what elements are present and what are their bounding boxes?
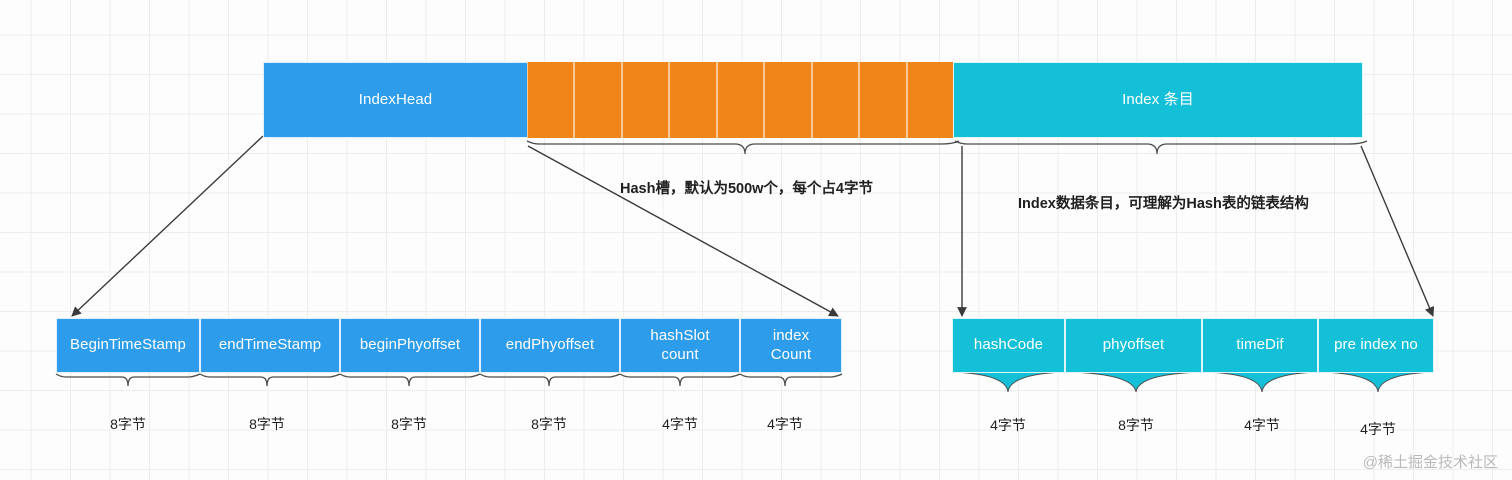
watermark: @稀土掘金技术社区 xyxy=(1362,454,1498,471)
block-index-head[interactable]: IndexHead xyxy=(263,62,528,138)
entry-byte-label: 4字节 xyxy=(1244,417,1280,433)
hash-slot-segment[interactable] xyxy=(764,62,812,138)
hash-slot-segment[interactable] xyxy=(859,62,907,138)
header-byte-label: 4字节 xyxy=(767,416,803,432)
entry-byte-label: 4字节 xyxy=(1360,421,1396,437)
leader-indexhead-left xyxy=(71,135,264,317)
entry-byte-label: 4字节 xyxy=(990,417,1026,433)
header-byte-label: 8字节 xyxy=(110,416,146,432)
hash-slot-segment[interactable] xyxy=(621,62,670,138)
hash-slot-segment[interactable] xyxy=(669,62,717,138)
hash-slot-segment[interactable] xyxy=(716,62,765,138)
header-byte-label: 8字节 xyxy=(531,416,567,432)
hash-slot-note: Hash槽，默认为500w个，每个占4字节 xyxy=(620,181,873,197)
entry-field-box[interactable]: timeDif xyxy=(1202,318,1318,373)
hash-slot-segment[interactable] xyxy=(906,62,954,138)
hash-slot-segment[interactable] xyxy=(527,62,575,138)
hash-slot-group xyxy=(527,62,954,138)
header-byte-label: 8字节 xyxy=(391,416,427,432)
index-entry-note: Index数据条目，可理解为Hash表的链表结构 xyxy=(1018,196,1309,212)
leader-entry-right xyxy=(1360,145,1435,317)
header-byte-braces xyxy=(55,373,843,387)
header-field-box[interactable]: index Count xyxy=(740,318,842,373)
entry-byte-label: 8字节 xyxy=(1118,417,1154,433)
header-field-box[interactable]: hashSlot count xyxy=(620,318,740,373)
entry-field-box[interactable]: phyoffset xyxy=(1065,318,1202,373)
entry-field-row: hashCode phyoffset timeDif pre index no xyxy=(952,318,1434,373)
header-field-box[interactable]: endPhyoffset xyxy=(480,318,620,373)
leader-indexhead-right xyxy=(527,145,839,317)
hash-slot-brace xyxy=(526,140,960,155)
header-field-box[interactable]: beginPhyoffset xyxy=(340,318,480,373)
index-entry-brace xyxy=(954,140,1368,155)
entry-field-box[interactable]: hashCode xyxy=(952,318,1065,373)
header-byte-label: 8字节 xyxy=(249,416,285,432)
hash-slot-segment[interactable] xyxy=(811,62,860,138)
header-field-box[interactable]: BeginTimeStamp xyxy=(56,318,200,373)
header-byte-label: 4字节 xyxy=(662,416,698,432)
header-field-row: BeginTimeStamp endTimeStamp beginPhyoffs… xyxy=(56,318,842,373)
entry-field-box[interactable]: pre index no xyxy=(1318,318,1434,373)
hash-slot-segment[interactable] xyxy=(574,62,622,138)
header-field-box[interactable]: endTimeStamp xyxy=(200,318,340,373)
entry-byte-braces xyxy=(951,371,1435,393)
block-index-entries[interactable]: Index 条目 xyxy=(953,62,1363,138)
